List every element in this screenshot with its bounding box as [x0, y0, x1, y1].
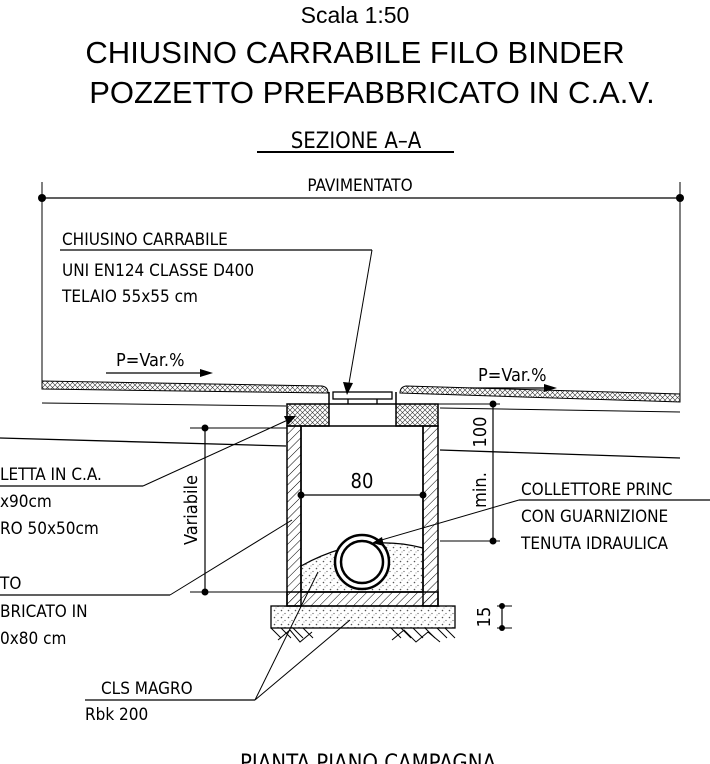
- min-cover-value-label: 100: [470, 417, 491, 448]
- min-cover-min-label: min.: [470, 472, 491, 508]
- callout-manhole-line3: TELAIO 55x55 cm: [61, 287, 198, 307]
- min-cover-node-top: [489, 400, 497, 408]
- well-wall-right: [422, 425, 439, 607]
- callout-manhole-leader: [347, 249, 373, 390]
- callout-well-line1: TO: [0, 574, 21, 594]
- callout-collector-line2: CON GUARNIZIONE: [521, 507, 668, 527]
- callout-lean-leader-2: [254, 619, 351, 701]
- variable-node-bottom: [201, 588, 209, 596]
- base-thickness-node-bottom: [499, 625, 505, 631]
- lean-concrete-base: [270, 605, 456, 629]
- slope-arrow-right-head: [544, 384, 557, 392]
- callout-slab-line3: RO 50x50cm: [0, 519, 99, 539]
- pavement-label: PAVIMENTATO: [307, 176, 412, 196]
- cover-frame: [328, 392, 397, 405]
- callout-well-line2: BRICATO IN: [0, 602, 88, 622]
- callout-manhole-line1: CHIUSINO CARRABILE: [62, 230, 228, 250]
- callout-collector-leader: [377, 499, 520, 542]
- callout-well-line3: 0x80 cm: [0, 629, 66, 649]
- callout-slab-leader: [142, 418, 291, 487]
- slab-right: [395, 403, 439, 427]
- callout-manhole-arrowhead: [343, 382, 353, 395]
- variable-node-top: [201, 424, 209, 432]
- callout-collector-line1: COLLETTORE PRINC: [521, 480, 672, 500]
- cover-lid: [332, 391, 393, 400]
- ground-zigzag: [277, 629, 441, 643]
- inner-width-node-left: [297, 491, 305, 499]
- road-base-line-left: [41, 402, 287, 407]
- callout-collector-arrowhead: [372, 537, 384, 546]
- section-title: SEZIONE A–A: [291, 129, 422, 154]
- well-bottom: [286, 591, 439, 607]
- callout-slab-line2: x90cm: [0, 492, 52, 512]
- road-base-line-right: [439, 407, 681, 413]
- callout-slab-line1: LETTA IN C.A.: [0, 465, 102, 485]
- title-line-2: POZZETTO PREFABBRICATO IN C.A.V.: [89, 75, 655, 110]
- subgrade-line-right: [439, 449, 681, 459]
- callout-manhole-line2: UNI EN124 CLASSE D400: [62, 261, 254, 281]
- callout-lean-leader-1: [254, 571, 319, 701]
- subgrade-line-left: [0, 437, 287, 447]
- base-thickness-label: 15: [474, 607, 495, 628]
- inner-width-label: 80: [351, 469, 374, 493]
- callout-lean-line1: CLS MAGRO: [101, 679, 193, 699]
- scale-label: Scala 1:50: [301, 2, 410, 28]
- slope-label-left: P=Var.%: [116, 350, 184, 371]
- callout-lean-line2: Rbk 200: [85, 705, 148, 725]
- callout-well-leader: [169, 519, 293, 596]
- base-thickness-node-top: [499, 603, 505, 609]
- callout-collector-line3: TENUTA IDRAULICA: [520, 534, 669, 554]
- title-line-1: CHIUSINO CARRABILE FILO BINDER: [85, 35, 624, 70]
- variable-label: Variabile: [181, 475, 202, 545]
- min-cover-node-bottom: [489, 537, 497, 545]
- inner-width-node-right: [419, 491, 427, 499]
- slab-left: [286, 403, 330, 427]
- road-surface-left: [41, 380, 329, 394]
- road-surface-right: [399, 385, 681, 403]
- slope-arrow-left-head: [200, 369, 213, 377]
- collector-pipe-inner: [339, 539, 385, 585]
- well-wall-left: [286, 425, 302, 607]
- callout-slab-arrowhead: [284, 416, 296, 425]
- plan-title: PIANTA PIANO CAMPAGNA: [240, 751, 497, 764]
- slope-label-right: P=Var.%: [478, 365, 546, 386]
